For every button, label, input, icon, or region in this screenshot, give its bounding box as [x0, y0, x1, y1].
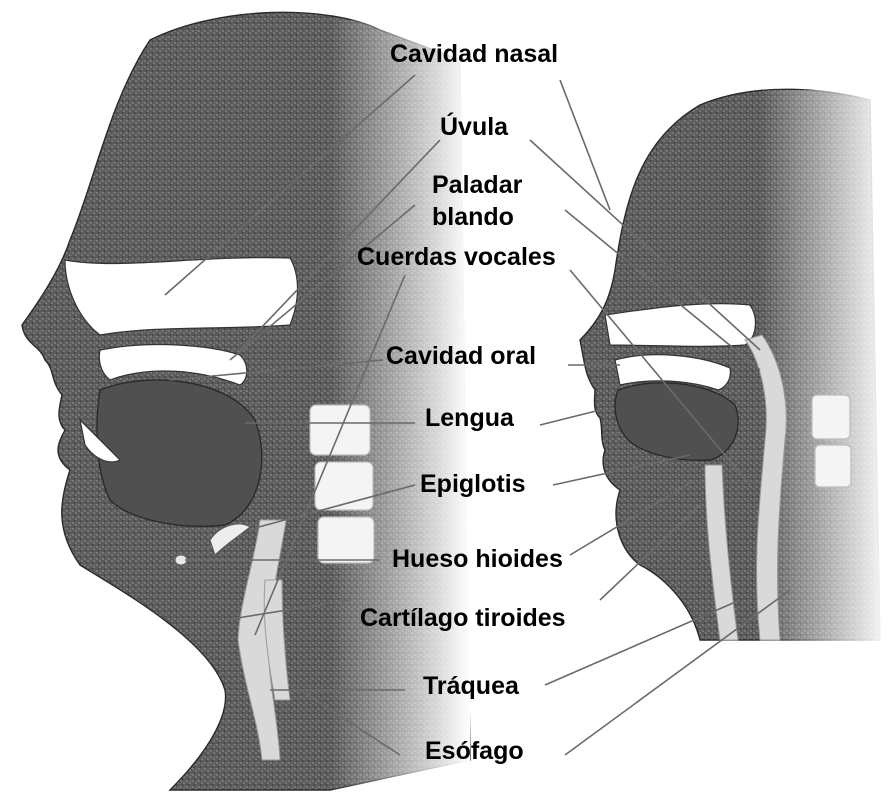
right-head-illustration: [580, 89, 890, 650]
label-trachea: Tráquea: [423, 672, 520, 700]
leader-esophagus-right: [565, 590, 790, 755]
label-epiglottis: Epiglotis: [420, 470, 526, 498]
label-uvula: Úvula: [440, 111, 509, 141]
label-tongue: Lengua: [425, 404, 515, 432]
left-head-illustration: [22, 12, 470, 790]
label-vocal-cords: Cuerdas vocales: [357, 243, 556, 271]
label-hyoid-bone: Hueso hioides: [392, 545, 563, 573]
leader-tongue-right: [540, 410, 600, 425]
label-esophagus: Esófago: [425, 737, 524, 765]
left-vertebrae: [310, 405, 374, 563]
leader-trachea-right: [545, 600, 740, 685]
left-tongue-shape: [97, 380, 262, 526]
label-soft-palate-2: blando: [432, 203, 514, 231]
label-thyroid-cartilage: Cartílago tiroides: [360, 604, 566, 632]
label-nasal-cavity: Cavidad nasal: [390, 40, 558, 68]
label-oral-cavity: Cavidad oral: [386, 342, 536, 370]
left-nasal-cavity-shape: [65, 258, 298, 335]
label-soft-palate-1: Paladar: [432, 171, 523, 199]
